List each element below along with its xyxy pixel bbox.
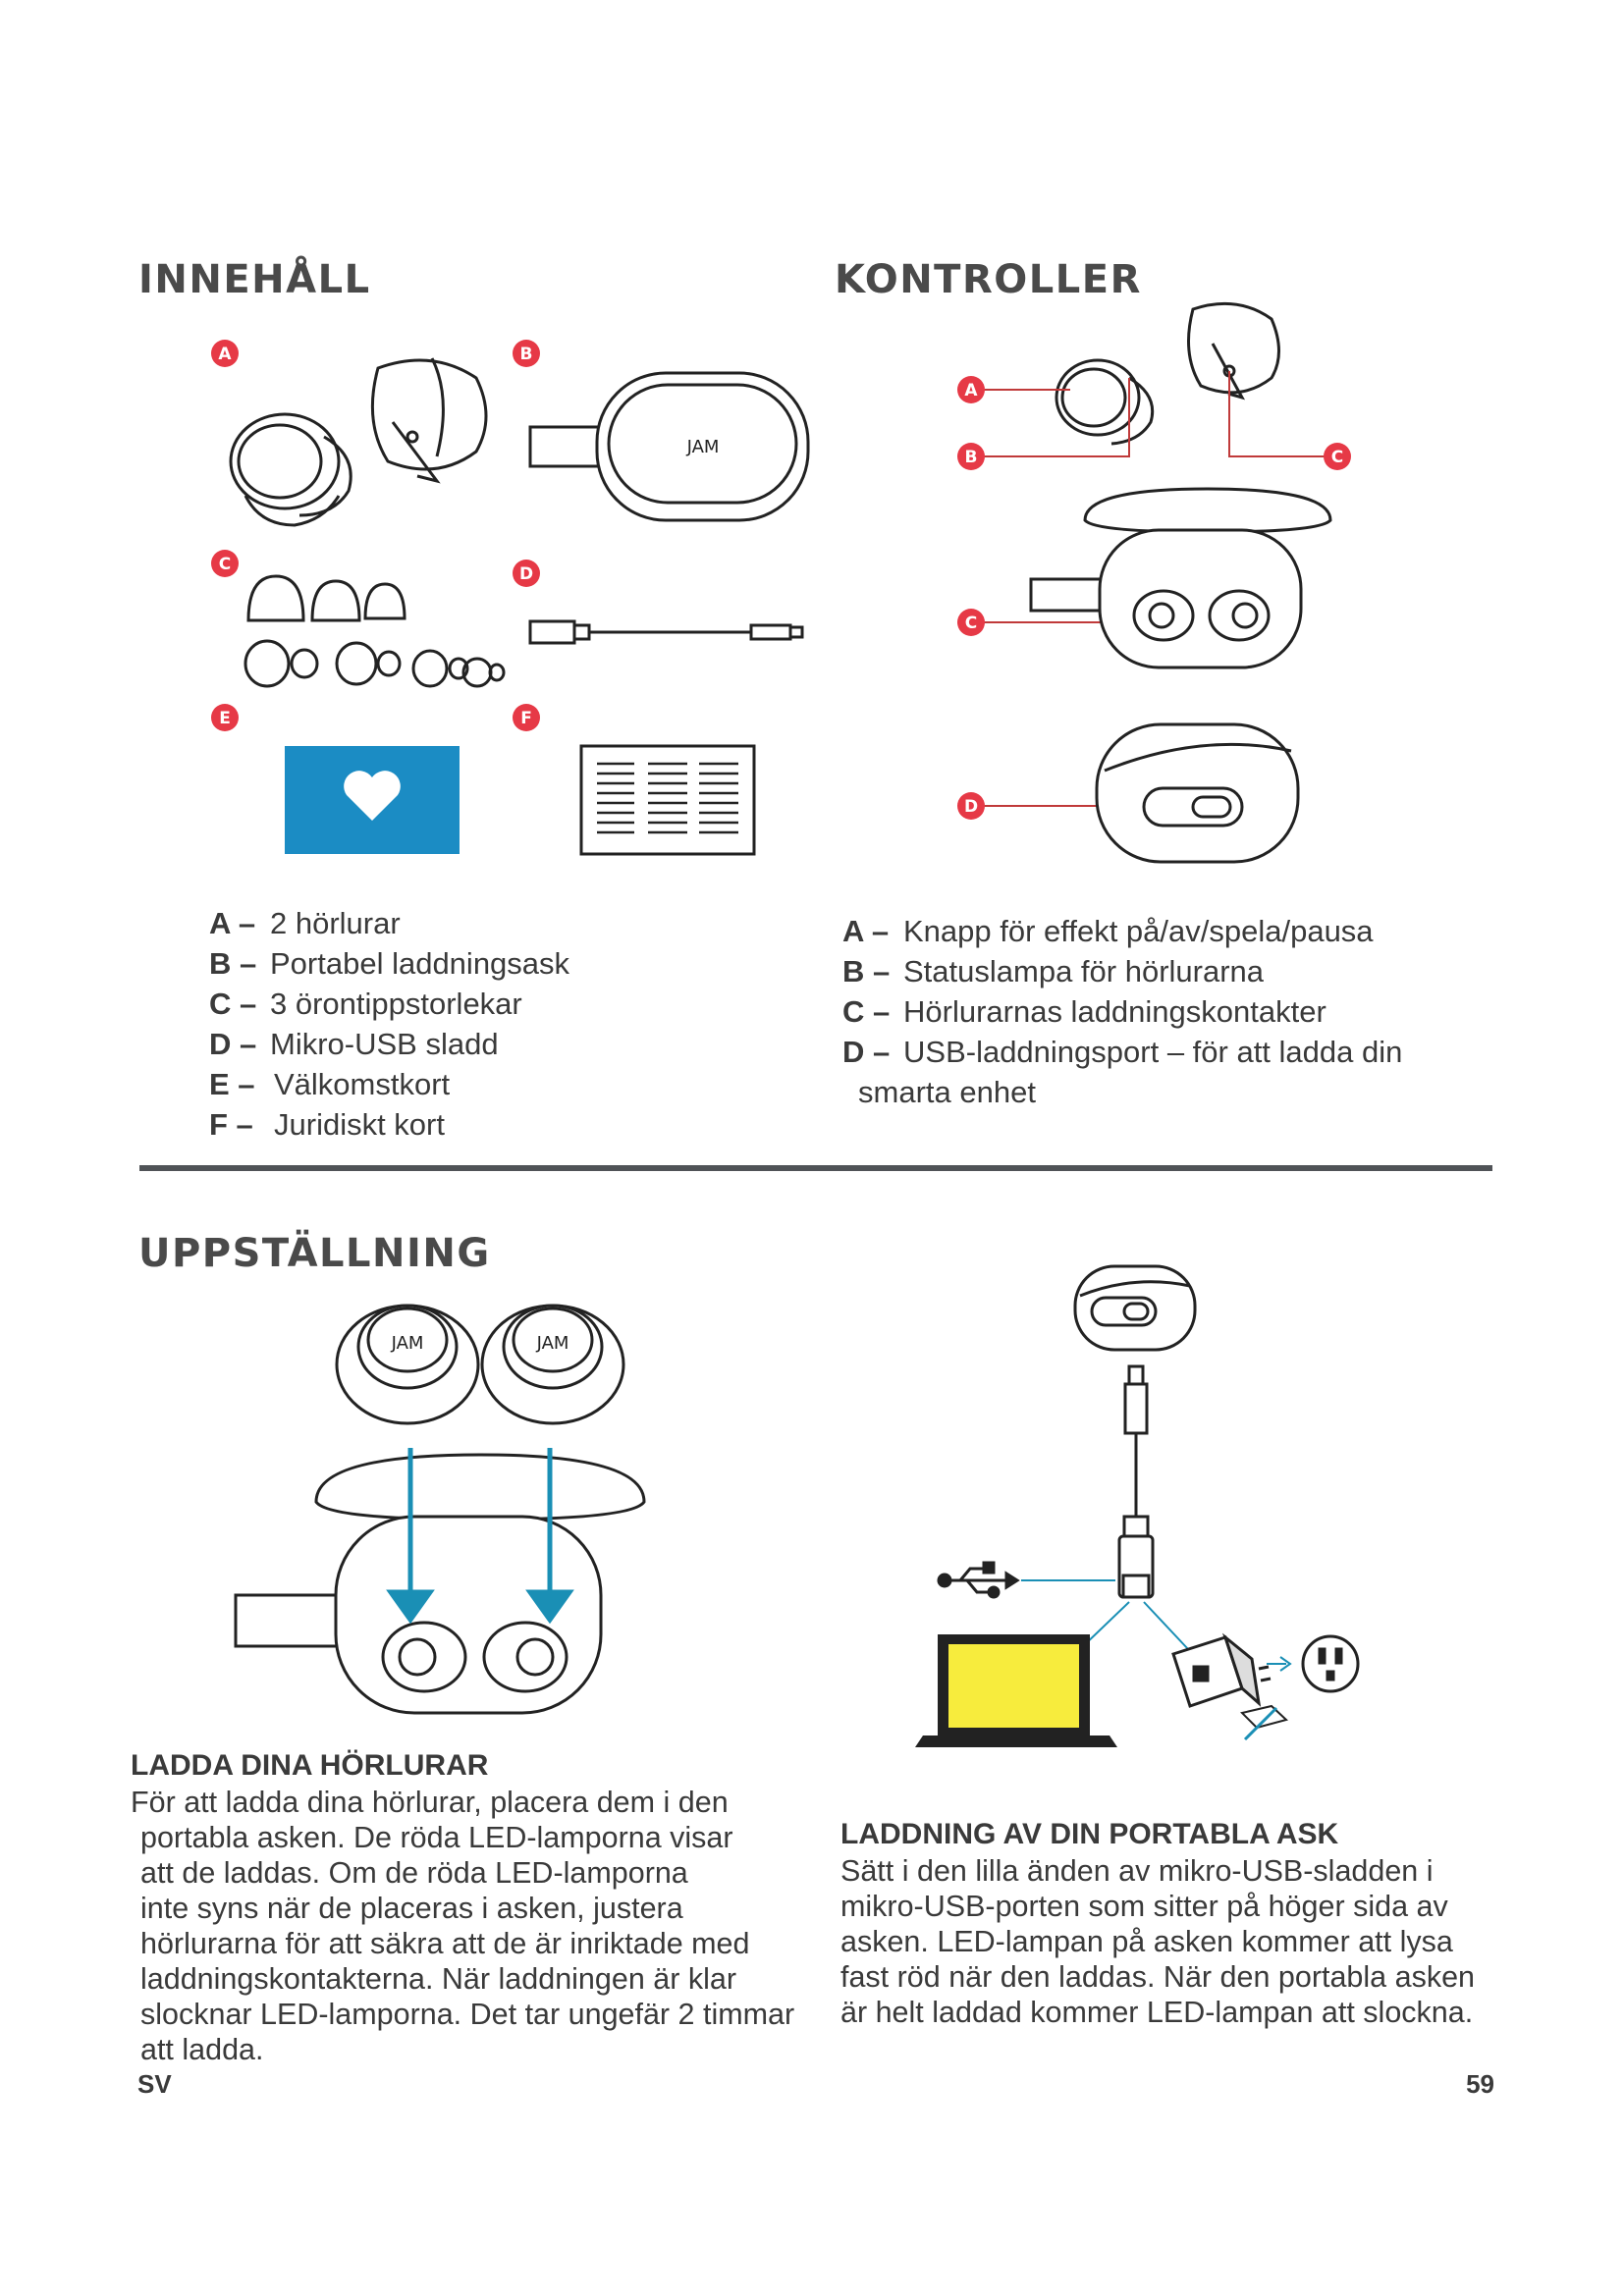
svg-text:C: C [1331,448,1343,467]
usb-symbol-icon [937,1561,1020,1599]
heart-icon [344,771,401,821]
wall-adapter-icon [1171,1632,1272,1708]
contents-badge-f: F [513,704,540,731]
list-item: B –Statuslampa för hörlurarna [842,954,1265,988]
legal-card-icon [579,744,756,856]
list-item: B –Portabel laddningsask [209,946,570,981]
setup-heading: UPPSTÄLLNING [138,1231,491,1276]
svg-text:B: B [965,448,978,467]
charge-earbuds-text: För att ladda dina hörlurar, placera dem… [131,1786,795,2066]
list-item-continuation: smarta enhet [858,1075,1036,1109]
controls-heading: KONTROLLER [835,257,1142,302]
controls-badge-a: A [957,376,985,403]
list-item: F –Juridiskt kort [209,1107,445,1142]
page-number: 59 [1466,2069,1494,2099]
contents-badge-a: A [211,340,239,367]
svg-text:F: F [520,709,532,728]
laptop-icon [915,1634,1117,1747]
contents-badge-c: C [211,550,239,577]
charging-case-icon: JAM [528,371,810,522]
charge-case-section: LADDNING AV DIN PORTABLA ASK Sätt i den … [840,1818,1508,2030]
svg-text:D: D [964,797,978,817]
setup-open-case-icon [234,1453,646,1715]
svg-text:C: C [965,614,977,633]
contents-badge-d: D [513,560,540,587]
ear-tips-icon [244,574,506,688]
micro-usb-cable-icon [528,619,804,645]
svg-text:JAM: JAM [536,1333,569,1354]
controls-open-case-icon [1029,487,1332,669]
svg-text:A: A [964,381,978,400]
controls-badge-c-earbud: C [1324,443,1351,470]
controls-badge-c-case: C [957,609,985,636]
list-item: A –2 hörlurar [209,906,401,940]
list-item: A –Knapp för effekt på/av/spela/pausa [842,914,1374,948]
contents-badge-e: E [211,704,239,731]
language-code: SV [137,2069,172,2099]
list-item: D –Mikro-USB sladd [209,1027,499,1061]
charge-earbuds-section: LADDA DINA HÖRLURAR För att ladda dina h… [131,1749,808,2067]
contents-badge-b: B [513,340,540,367]
charge-case-title: LADDNING AV DIN PORTABLA ASK [840,1818,1339,1850]
controls-earbuds-icon [1055,301,1280,446]
svg-text:E: E [219,709,231,728]
controls-badge-d: D [957,792,985,820]
earbud-left-icon [229,412,352,527]
list-item: D –USB-laddningsport – för att ladda din [842,1035,1403,1069]
earbud-right-icon [370,357,488,484]
controls-list: A –Knapp för effekt på/av/spela/pausa B … [842,911,1402,1112]
contents-heading: INNEHÅLL [138,257,371,302]
power-outlet-icon [1301,1634,1360,1693]
svg-text:C: C [219,555,231,574]
charge-case-text: Sätt i den lilla änden av mikro-USB-slad… [840,1854,1475,2029]
welcome-card-icon [285,746,460,854]
contents-list: A –2 hörlurar B –Portabel laddningsask C… [209,903,569,1145]
svg-text:JAM: JAM [686,437,720,457]
svg-text:JAM: JAM [391,1333,424,1354]
usb-cable-icon [1117,1364,1155,1599]
setup-case-port-icon [1073,1264,1197,1352]
controls-badge-b: B [957,443,985,470]
charge-earbuds-title: LADDA DINA HÖRLURAR [131,1749,489,1782]
svg-text:A: A [218,345,232,364]
list-item: C –Hörlurarnas laddningskontakter [842,994,1326,1029]
svg-text:B: B [520,345,533,364]
list-item: E –Välkomstkort [209,1067,451,1101]
setup-earbuds-icon: JAM JAM [335,1304,625,1425]
svg-text:D: D [519,564,533,584]
insert-arrows-icon [386,1448,574,1625]
controls-case-port-icon [1095,722,1300,864]
no-adapter-included-icon [1240,1704,1289,1741]
list-item: C –3 örontippstorlekar [209,987,522,1021]
section-divider [139,1165,1492,1171]
